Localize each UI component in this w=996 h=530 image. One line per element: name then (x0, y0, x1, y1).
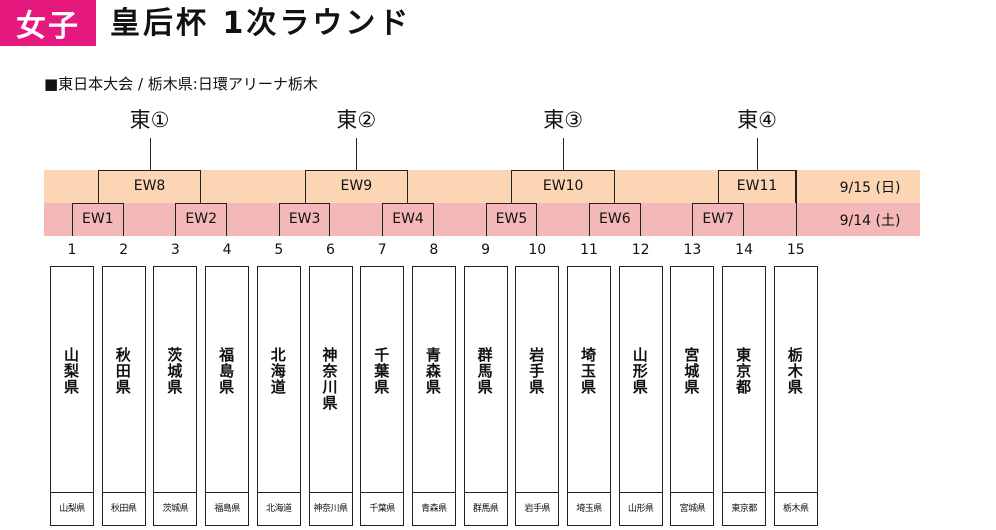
game-bracket-line (589, 203, 641, 236)
team-number: 3 (170, 242, 180, 258)
team-name-small: 山形県 (619, 492, 662, 525)
team-name: 秋田県 (113, 347, 132, 395)
team-name-small: 栃木県 (774, 492, 817, 525)
team-name-small: 宮城県 (671, 492, 714, 525)
team-box: 群馬県群馬県 (463, 266, 508, 526)
team-number: 9 (481, 242, 491, 258)
team-name-small: 神奈川県 (309, 492, 352, 525)
team-name-small: 岩手県 (516, 492, 559, 525)
team-box: 神奈川県神奈川県 (308, 266, 353, 526)
team-number: 1 (67, 242, 77, 258)
team-name-small: 北海道 (257, 492, 300, 525)
game-bracket-line (97, 170, 202, 203)
team-box: 東京都東京都 (722, 266, 767, 526)
team-box: 山形県山形県 (618, 266, 663, 526)
venue-label: ■東日本大会 / 栃木県:日環アリーナ栃木 (44, 75, 318, 93)
team-name: 山形県 (630, 347, 649, 395)
team-name-small: 青森県 (412, 492, 455, 525)
page-title: 皇后杯 1次ラウンド (110, 6, 412, 41)
game-label: EW10 (542, 178, 584, 194)
team-name-small: 茨城県 (154, 492, 197, 525)
team-box: 青森県青森県 (411, 266, 456, 526)
team-name: 福島県 (217, 347, 236, 395)
team-number: 11 (580, 242, 598, 258)
team-name: 青森県 (423, 347, 442, 395)
game-label: EW3 (288, 211, 321, 227)
date-day2: 9/15 (日) (839, 180, 901, 196)
game-bracket-line (175, 203, 228, 236)
team-name-small: 埼玉県 (568, 492, 610, 525)
team-name-small: 秋田県 (102, 492, 145, 525)
team-name-small: 福島県 (206, 492, 249, 525)
team-name: 北海道 (268, 347, 287, 395)
team-box: 北海道北海道 (256, 266, 301, 526)
team-name: 群馬県 (475, 347, 494, 395)
team-box: 山梨県山梨県 (50, 266, 94, 526)
game-label: EW1 (82, 211, 114, 227)
team-number: 10 (528, 242, 547, 258)
team-box: 埼玉県埼玉県 (567, 266, 611, 526)
game-bracket-line (485, 203, 538, 236)
team-name: 埼玉県 (579, 347, 597, 395)
game-bracket-line (382, 203, 434, 236)
game-bracket-line (304, 170, 409, 203)
team-box: 岩手県岩手県 (515, 266, 560, 526)
team-box: 栃木県栃木県 (773, 266, 818, 526)
team-name-small: 山梨県 (51, 492, 93, 525)
game-label: EW9 (340, 178, 373, 194)
bye-line (795, 170, 797, 236)
winner-line (149, 138, 151, 170)
team-box: 茨城県茨城県 (153, 266, 198, 526)
block-label: 東④ (737, 108, 777, 132)
team-name: 岩手県 (527, 347, 546, 395)
game-label: EW5 (495, 211, 528, 227)
game-label: EW6 (599, 211, 631, 227)
team-box: 福島県福島県 (205, 266, 250, 526)
team-number: 7 (377, 242, 387, 258)
game-label: EW4 (392, 211, 424, 227)
winner-line (563, 138, 565, 170)
team-name: 栃木県 (785, 347, 804, 395)
category-badge: 女子 (0, 0, 96, 46)
block-label: 東③ (543, 108, 584, 132)
game-label: EW11 (736, 178, 778, 194)
day1-band (44, 203, 920, 236)
team-name: 千葉県 (372, 347, 391, 395)
team-name-small: 群馬県 (464, 492, 507, 525)
team-name: 山梨県 (62, 347, 80, 395)
game-bracket-line (718, 170, 796, 203)
team-name: 神奈川県 (320, 347, 339, 411)
team-number: 2 (119, 242, 129, 258)
team-box: 千葉県千葉県 (360, 266, 405, 526)
game-bracket-line (511, 170, 615, 203)
game-label: EW2 (185, 211, 218, 227)
team-name: 茨城県 (165, 347, 184, 395)
team-name: 宮城県 (682, 347, 701, 395)
team-number: 8 (429, 242, 439, 258)
team-number: 6 (326, 242, 335, 258)
game-label: EW8 (133, 178, 166, 194)
team-box: 秋田県秋田県 (101, 266, 146, 526)
block-label: 東② (336, 108, 377, 132)
game-bracket-line (278, 203, 331, 236)
team-name-small: 東京都 (723, 492, 766, 525)
team-number: 4 (222, 242, 232, 258)
date-day1: 9/14 (土) (839, 213, 901, 229)
block-label: 東① (129, 108, 170, 132)
team-number: 14 (735, 242, 753, 258)
team-number: 12 (631, 242, 650, 258)
team-number: 13 (683, 242, 702, 258)
game-label: EW7 (702, 211, 735, 227)
team-number: 15 (786, 242, 805, 258)
game-bracket-line (692, 203, 745, 236)
winner-line (757, 138, 759, 170)
team-name-small: 千葉県 (361, 492, 404, 525)
day2-band (44, 170, 920, 203)
team-name: 東京都 (734, 347, 753, 395)
team-box: 宮城県宮城県 (670, 266, 715, 526)
team-number: 5 (274, 242, 284, 258)
winner-line (356, 138, 358, 170)
game-bracket-line (72, 203, 124, 236)
